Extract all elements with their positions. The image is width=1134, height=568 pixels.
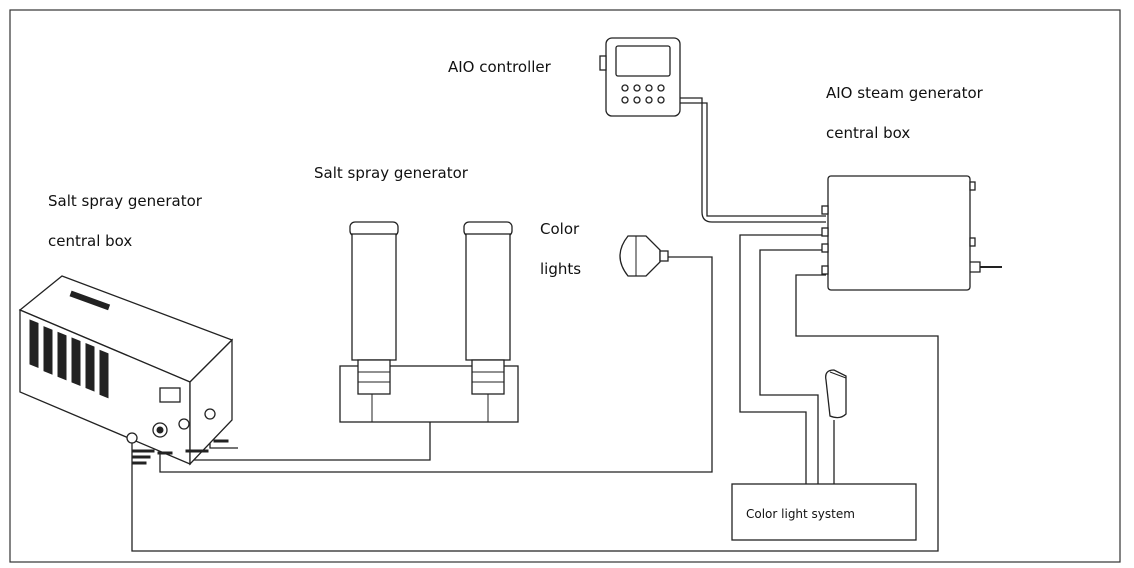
color-light-system-box bbox=[731, 483, 917, 541]
color-lights-cable bbox=[159, 256, 713, 473]
salt-spray-central-box bbox=[18, 275, 234, 466]
label-color-light-system: Color light system bbox=[746, 507, 855, 521]
label-salt-box-line1: Salt spray generator bbox=[48, 192, 203, 210]
steambox-to-lightsystem-b bbox=[759, 249, 826, 484]
label-salt-box-line2: central box bbox=[48, 232, 132, 250]
steambox-to-saltbox bbox=[131, 274, 939, 552]
label-salt-spray-generator: Salt spray generator bbox=[314, 164, 469, 182]
label-aio-controller: AIO controller bbox=[448, 58, 552, 76]
aio-steam-box bbox=[821, 175, 976, 291]
controller-cable bbox=[680, 97, 826, 223]
vent-slots bbox=[29, 319, 109, 399]
color-light-lamp bbox=[619, 235, 669, 277]
wiring bbox=[131, 97, 1002, 552]
label-aio-steam-box-line2: central box bbox=[826, 124, 910, 142]
salt-spray-generator-device bbox=[339, 221, 519, 423]
steam-outlet-pipe bbox=[970, 261, 981, 273]
diagram-frame bbox=[9, 9, 1121, 563]
power-adapter bbox=[825, 369, 847, 419]
label-color-lights-line2: lights bbox=[540, 260, 581, 278]
controller-cable-2 bbox=[680, 102, 826, 217]
label-aio-steam-box-line1: AIO steam generator bbox=[826, 84, 984, 102]
aio-controller-device bbox=[599, 37, 681, 117]
label-color-lights-line1: Color bbox=[540, 220, 580, 238]
steambox-to-lightsystem-a bbox=[739, 234, 826, 484]
port-label-marks bbox=[131, 439, 229, 465]
